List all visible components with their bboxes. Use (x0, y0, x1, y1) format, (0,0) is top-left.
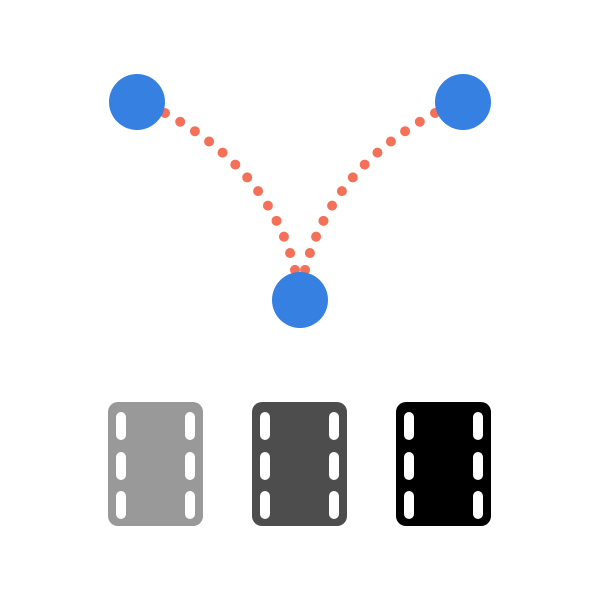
film-strip-icon-medium (252, 402, 347, 526)
film-sprocket-hole (185, 412, 195, 440)
film-sprocket-hole (473, 452, 483, 480)
film-sprocket-hole (329, 412, 339, 440)
dotted-edge-right (300, 108, 440, 275)
film-strip-icon-dark (396, 402, 491, 526)
film-sprocket-hole (116, 412, 126, 440)
node-top-left (109, 74, 165, 130)
film-body (396, 402, 491, 526)
film-sprocket-hole (329, 491, 339, 519)
film-body (108, 402, 203, 526)
film-sprocket-hole (260, 412, 270, 440)
film-body (252, 402, 347, 526)
film-sprocket-hole (404, 412, 414, 440)
film-sprocket-hole (260, 491, 270, 519)
film-sprocket-hole (404, 452, 414, 480)
node-top-right (435, 74, 491, 130)
film-sprocket-hole (260, 452, 270, 480)
node-bottom (272, 272, 328, 328)
film-sprocket-hole (473, 491, 483, 519)
film-sprocket-hole (116, 452, 126, 480)
film-sprocket-hole (404, 491, 414, 519)
dotted-edge-left (160, 108, 300, 275)
film-sprocket-hole (329, 452, 339, 480)
film-sprocket-hole (473, 412, 483, 440)
film-sprocket-hole (185, 491, 195, 519)
film-sprocket-hole (116, 491, 126, 519)
film-sprocket-hole (185, 452, 195, 480)
film-strip-icon-light (108, 402, 203, 526)
